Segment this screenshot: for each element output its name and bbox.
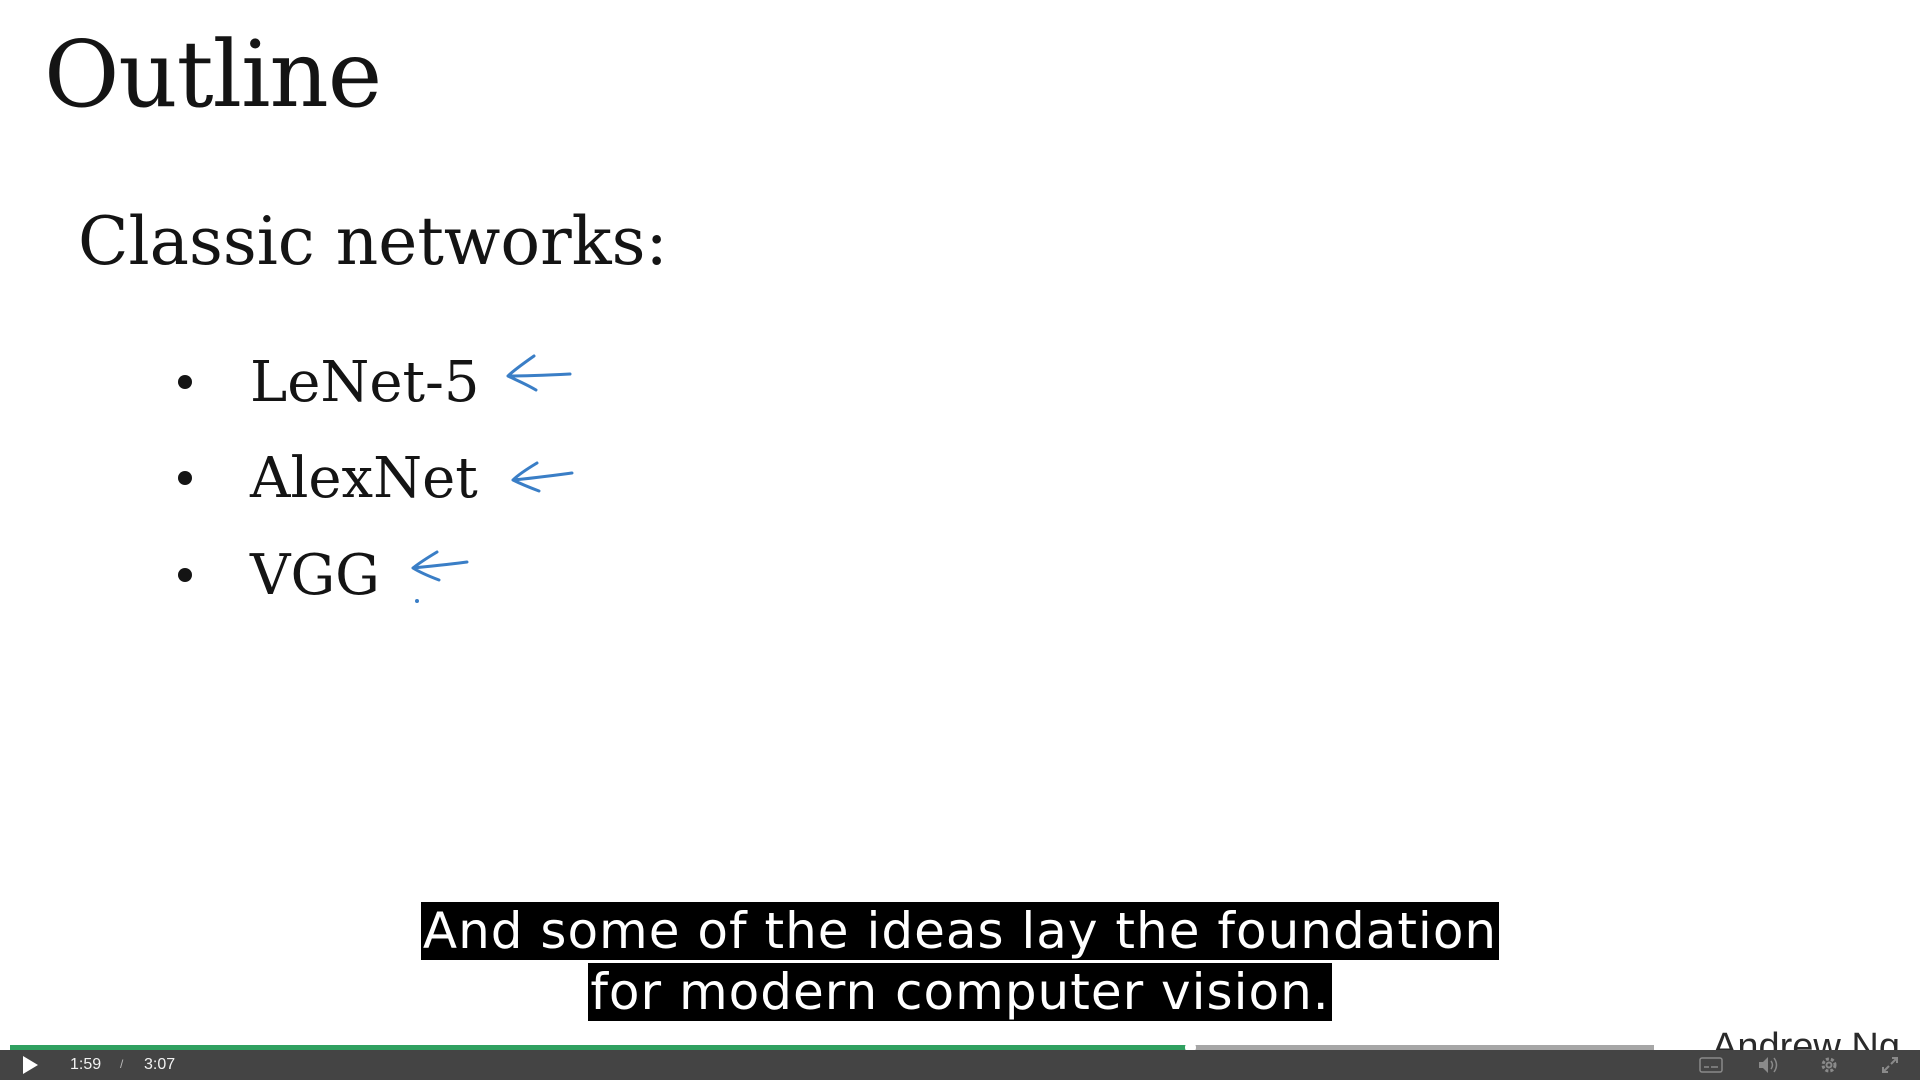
bullet-item-lenet: LeNet-5: [178, 342, 480, 422]
bullet-label: VGG: [250, 542, 380, 608]
caption-line: for modern computer vision.: [588, 963, 1332, 1021]
progress-handle[interactable]: [1185, 1042, 1197, 1053]
handwritten-arrow-icon: [411, 550, 469, 603]
caption-line: And some of the ideas lay the foundation: [420, 902, 1500, 960]
volume-icon[interactable]: [1756, 1055, 1782, 1075]
bullet-dot: [178, 375, 192, 389]
handwritten-arrow-icon: [511, 461, 574, 493]
time-separator: /: [120, 1057, 124, 1071]
control-bar: 1:59 / 3:07: [0, 1050, 1920, 1080]
slide-title: Outline: [44, 21, 382, 128]
gear-icon[interactable]: [1817, 1055, 1841, 1075]
captions-overlay: And some of the ideas lay the foundation…: [0, 902, 1920, 1021]
progress-bar[interactable]: [10, 1042, 1654, 1053]
duration: 3:07: [144, 1056, 176, 1073]
bullet-label: AlexNet: [250, 445, 478, 511]
progress-fill: [10, 1045, 1191, 1050]
fullscreen-icon[interactable]: [1878, 1055, 1902, 1075]
bullet-label: LeNet-5: [250, 349, 480, 415]
play-icon[interactable]: [18, 1055, 42, 1075]
current-time: 1:59: [70, 1056, 102, 1073]
bullet-item-alexnet: AlexNet: [178, 438, 478, 518]
slide-subtitle: Classic networks:: [78, 203, 668, 280]
handwritten-arrow-icon: [506, 354, 572, 392]
bullet-item-vgg: VGG: [178, 535, 380, 615]
bullet-dot: [178, 568, 192, 582]
bullet-dot: [178, 471, 192, 485]
captions-icon[interactable]: [1698, 1056, 1724, 1074]
